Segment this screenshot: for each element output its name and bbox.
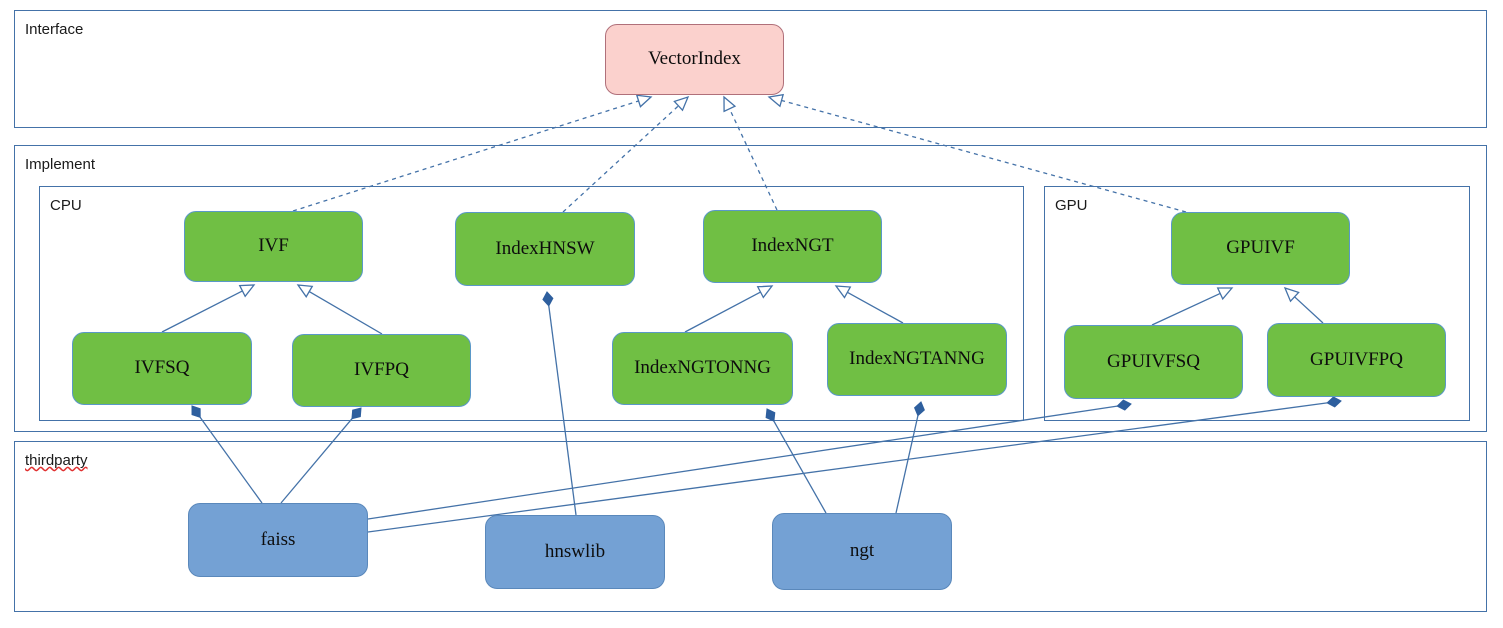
group-label-cpu: CPU bbox=[50, 197, 82, 214]
class-node-label: GPUIVF bbox=[1226, 237, 1295, 259]
class-node-indexngtonng[interactable]: IndexNGTONNG bbox=[612, 332, 793, 405]
class-node-ivfsq[interactable]: IVFSQ bbox=[72, 332, 252, 405]
class-node-label: ngt bbox=[849, 540, 875, 562]
class-node-label: VectorIndex bbox=[648, 48, 741, 70]
class-node-gpuivfsq[interactable]: GPUIVFSQ bbox=[1064, 325, 1243, 399]
class-node-label: IndexNGT bbox=[751, 235, 834, 257]
class-node-indexhnsw[interactable]: IndexHNSW bbox=[455, 212, 635, 286]
class-node-label: IVF bbox=[258, 235, 289, 257]
class-node-ivf[interactable]: IVF bbox=[184, 211, 363, 282]
class-node-ivfpq[interactable]: IVFPQ bbox=[292, 334, 471, 407]
class-node-ngt[interactable]: ngt bbox=[772, 513, 952, 590]
group-label-gpu: GPU bbox=[1055, 197, 1088, 214]
class-node-vectorindex[interactable]: VectorIndex bbox=[605, 24, 784, 95]
class-node-label: IndexHNSW bbox=[495, 237, 595, 259]
class-node-label: hnswlib bbox=[544, 540, 606, 562]
group-label-interface: Interface bbox=[25, 21, 84, 38]
class-node-label: IVFSQ bbox=[134, 357, 190, 379]
class-node-label: GPUIVFPQ bbox=[1310, 348, 1403, 370]
class-node-label: IndexNGTONNG bbox=[634, 357, 771, 379]
class-node-faiss[interactable]: faiss bbox=[188, 503, 368, 577]
group-label-implement: Implement bbox=[25, 156, 96, 173]
class-node-label: GPUIVFSQ bbox=[1107, 350, 1200, 372]
class-node-gpuivfpq[interactable]: GPUIVFPQ bbox=[1267, 323, 1446, 397]
class-node-hnswlib[interactable]: hnswlib bbox=[485, 515, 665, 589]
class-node-indexngtanng[interactable]: IndexNGTANNG bbox=[827, 323, 1007, 396]
class-node-indexngt[interactable]: IndexNGT bbox=[703, 210, 882, 283]
class-node-label: faiss bbox=[260, 528, 296, 550]
group-label-thirdparty: thirdparty bbox=[25, 452, 88, 469]
class-node-gpuivf[interactable]: GPUIVF bbox=[1171, 212, 1350, 285]
class-node-label: IndexNGTANNG bbox=[849, 348, 985, 370]
class-node-label: IVFPQ bbox=[354, 359, 409, 381]
